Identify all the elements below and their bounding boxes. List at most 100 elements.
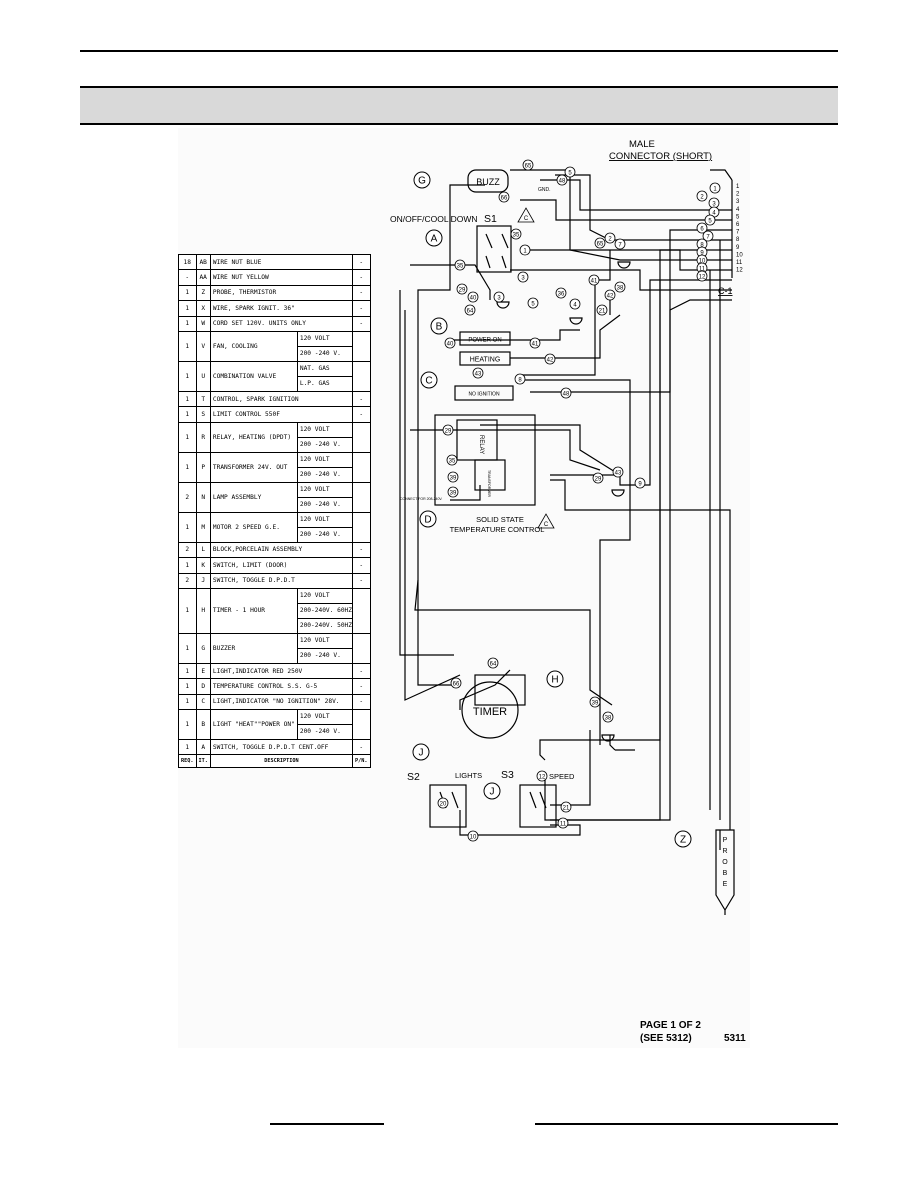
svg-text:8: 8	[700, 243, 704, 249]
power-on-label: POWER ON	[468, 338, 501, 344]
wiring-diagram: 65 5 48 66 1 2 3 4 5 6 7 8 9 10 11 12 2 …	[390, 139, 743, 915]
item-cell: L	[195, 541, 211, 559]
pn-cell: -	[352, 284, 371, 302]
probe-letter: R	[722, 848, 727, 855]
svg-text:9: 9	[700, 251, 704, 257]
description-cell: BLOCK,PORCELAIN ASSEMBLY	[209, 541, 354, 559]
svg-text:29: 29	[459, 288, 466, 294]
item-cell: G	[195, 632, 211, 664]
connector-pin-label: 10	[736, 252, 743, 258]
pn-cell	[352, 632, 371, 664]
qty-cell: 1	[178, 662, 197, 680]
variant-option: 120 VOLT	[297, 710, 352, 726]
qty-cell: 2	[178, 541, 197, 559]
buzzer-label: BUZZ	[476, 177, 500, 187]
svg-text:20: 20	[440, 802, 447, 808]
qty-cell: 1	[178, 451, 197, 483]
s3-label: S3	[501, 769, 514, 781]
variant-option: 120 VOLT	[297, 634, 352, 649]
svg-text:1: 1	[523, 249, 527, 255]
svg-text:10: 10	[470, 835, 477, 841]
item-cell: S	[195, 406, 211, 423]
variant-option: 200 -240 V.	[299, 500, 341, 508]
qty-cell: 1	[178, 557, 197, 574]
parts-header-cell: IT.	[195, 754, 211, 769]
connector-pin-label: 2	[736, 192, 740, 198]
connector-pin-label: 3	[736, 199, 740, 205]
callout-j-s3: J	[490, 787, 495, 798]
top-rule	[80, 50, 838, 52]
svg-text:40: 40	[470, 296, 477, 302]
item-cell: W	[195, 315, 211, 332]
pn-cell: -	[352, 315, 371, 332]
svg-text:64: 64	[467, 309, 474, 315]
svg-text:64: 64	[490, 662, 497, 668]
pn-cell	[352, 360, 371, 392]
svg-text:48: 48	[559, 179, 566, 185]
c-mark-1: C	[524, 216, 529, 222]
pn-cell: -	[352, 678, 371, 695]
description-cell: TIMER - 1 HOUR	[209, 587, 298, 634]
pn-cell	[352, 330, 371, 362]
svg-text:65: 65	[597, 242, 604, 248]
qty-cell: 18	[178, 253, 197, 271]
svg-text:66: 66	[501, 196, 508, 202]
callout-b: B	[436, 322, 443, 333]
svg-text:12: 12	[699, 275, 706, 281]
connector-pin-label: 11	[736, 260, 743, 266]
item-cell: X	[195, 300, 211, 317]
connector-title-1: MALE	[629, 139, 655, 150]
variant-option: 120 VOLT	[297, 453, 352, 468]
temp-control-title-1: SOLID STATE	[476, 515, 524, 524]
item-cell: R	[195, 421, 211, 453]
description-cell: TRANSFORMER 24V. OUT	[209, 451, 298, 483]
svg-text:41: 41	[591, 279, 598, 285]
svg-text:3: 3	[521, 276, 525, 282]
item-cell: T	[195, 390, 211, 408]
description-cell: SWITCH, TOGGLE D.P.D.T	[209, 572, 354, 589]
footer-rule-right	[535, 1123, 838, 1125]
qty-cell: 1	[178, 315, 197, 332]
svg-text:43: 43	[615, 471, 622, 477]
temp-control-title-2: TEMPERATURE CONTROL	[450, 525, 545, 534]
svg-text:2: 2	[608, 237, 612, 243]
pn-cell	[352, 587, 371, 634]
lights-label: LIGHTS	[455, 771, 482, 780]
variant-option: 200-240V. 50HZ	[299, 621, 352, 629]
description-cell: LIGHT "HEAT""POWER ON"	[209, 709, 298, 741]
variant-option: NAT. GAS	[297, 362, 352, 377]
svg-text:4: 4	[573, 303, 577, 309]
qty-cell: 1	[178, 511, 197, 543]
footer-rule-left	[270, 1123, 384, 1125]
variant-option: 120 VOLT	[297, 483, 352, 498]
svg-text:35: 35	[449, 459, 456, 465]
variant-option: 200 -240 V.	[299, 440, 341, 448]
item-cell: C	[195, 693, 211, 711]
connector-pin-label: 5	[736, 214, 740, 220]
svg-text:4: 4	[712, 211, 716, 217]
qty-cell: 1	[178, 406, 197, 423]
description-cell: MOTOR 2 SPEED G.E.	[209, 511, 298, 543]
pn-cell: -	[352, 693, 371, 711]
description-cell: CONTROL, SPARK IGNITION	[209, 390, 354, 408]
speed-label: SPEED	[549, 772, 575, 781]
svg-text:11: 11	[699, 267, 706, 273]
timer-label: TIMER	[473, 706, 507, 718]
svg-text:41: 41	[532, 342, 539, 348]
svg-text:10: 10	[699, 259, 706, 265]
qty-cell: 2	[178, 481, 197, 513]
pn-cell: -	[352, 390, 371, 408]
